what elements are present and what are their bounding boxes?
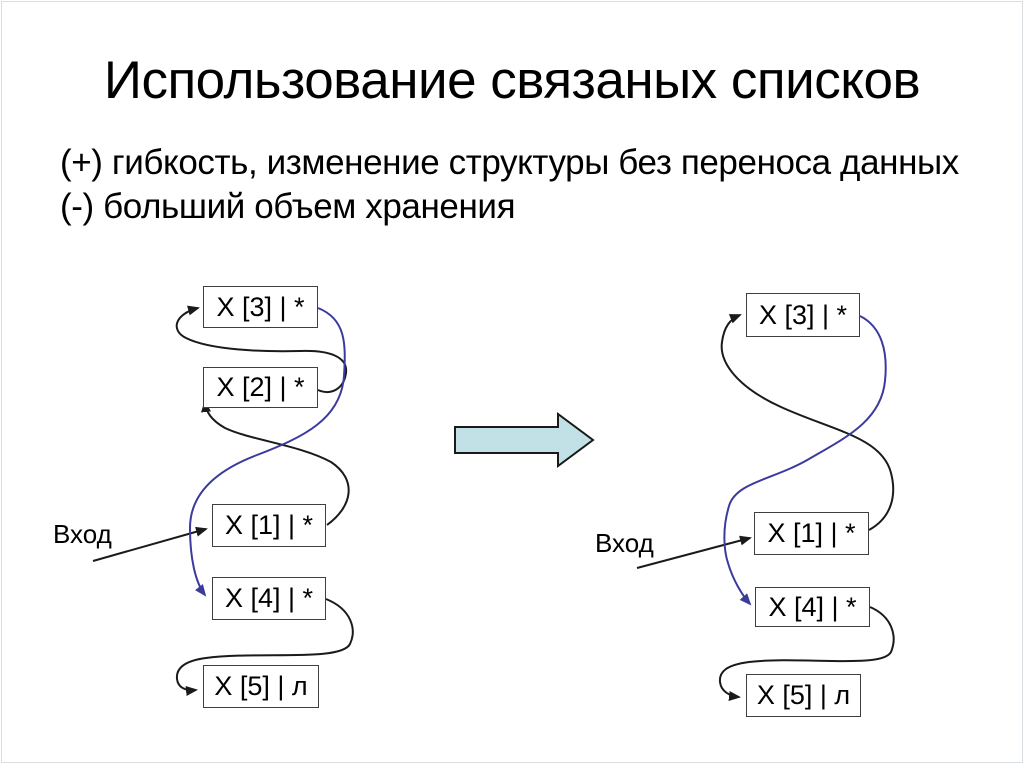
node-left-x2: X [2] | *	[203, 367, 318, 408]
node-right-x5: X [5] | л	[746, 674, 861, 717]
right-link-x1-to-x3	[720, 314, 895, 531]
node-left-x1: X [1] | *	[212, 504, 326, 547]
node-right-x1: X [1] | *	[754, 512, 869, 555]
node-right-x4: X [4] | *	[755, 587, 870, 627]
right-link-x3-to-x4	[723, 315, 887, 606]
right-link-x4-to-x5	[718, 606, 895, 701]
slide-title: Использование связаных списков	[103, 51, 921, 110]
right-entry-label: Вход	[595, 528, 654, 558]
node-left-x4: X [4] | *	[212, 577, 326, 620]
left-link-x1-to-x2	[201, 400, 350, 526]
left-link-x3-to-x4	[188, 307, 346, 597]
bullet-list: (+) гибкость, изменение структуры без пе…	[60, 141, 1004, 229]
right-entry-arrow	[636, 535, 752, 569]
node-left-x5: X [5] | л	[203, 665, 319, 708]
bullet-pros: (+) гибкость, изменение структуры без пе…	[60, 143, 959, 182]
left-link-x4-to-x5	[175, 598, 354, 696]
node-left-x3: X [3] | *	[203, 286, 318, 328]
bullet-cons: (-) больший объем хранения	[60, 187, 516, 226]
transform-right-arrow-icon	[454, 412, 595, 468]
node-right-x3: X [3] | *	[746, 293, 860, 337]
left-entry-label: Вход	[53, 519, 112, 549]
left-entry-arrow	[92, 526, 208, 562]
